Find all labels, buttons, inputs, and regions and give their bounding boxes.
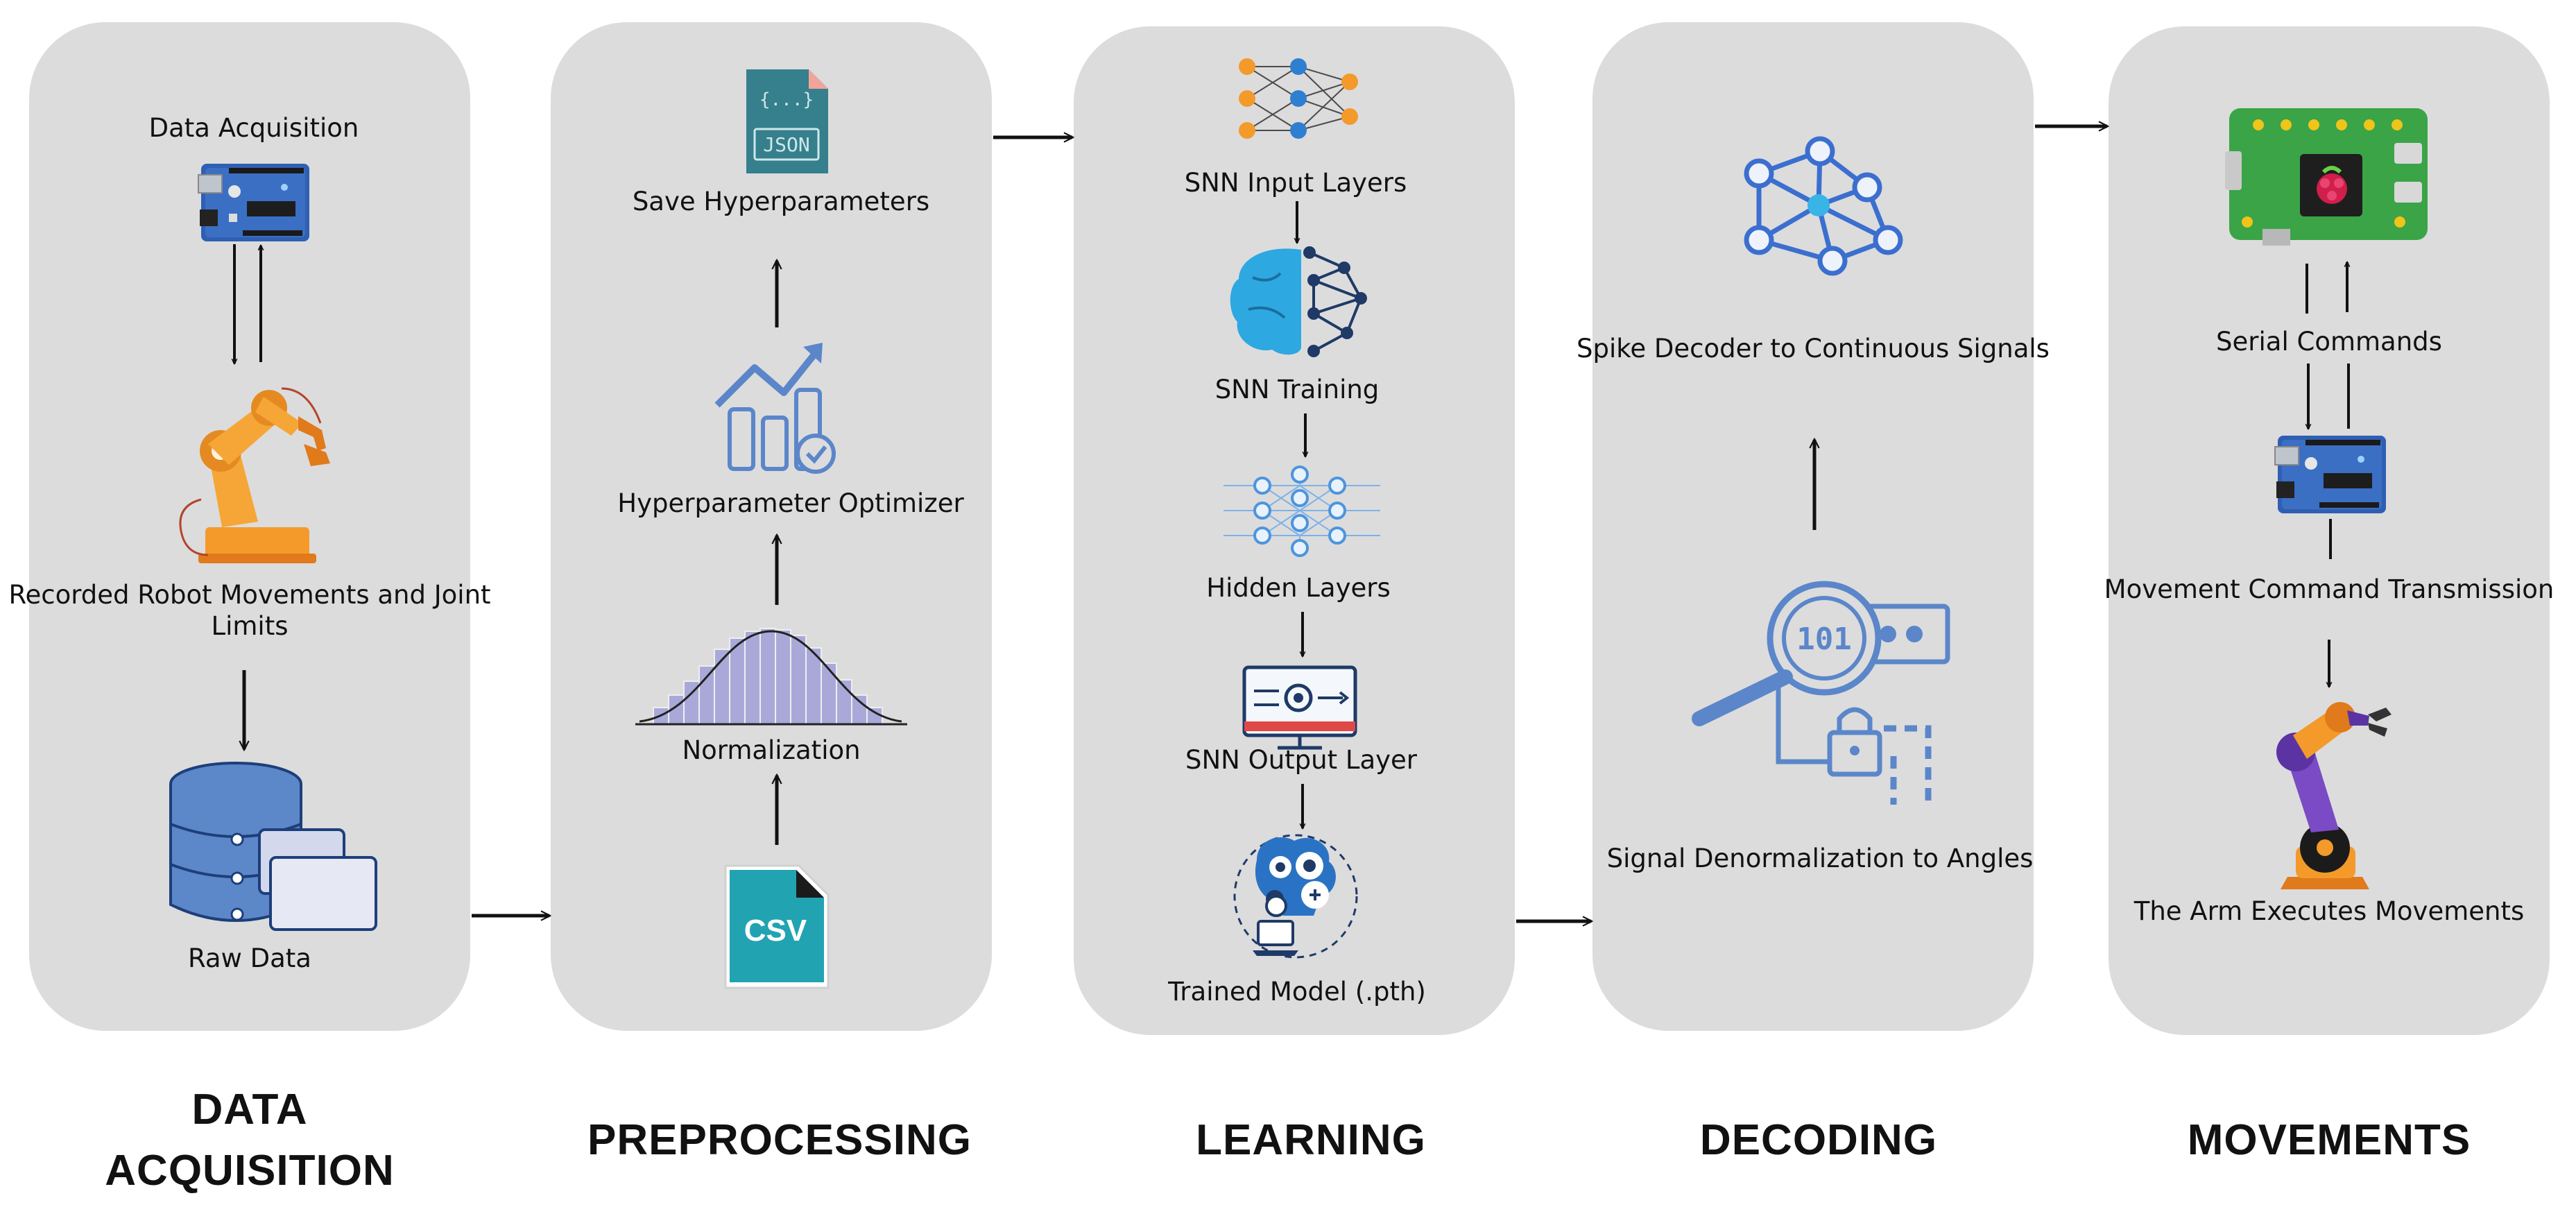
title-learning: LEARNING [1196,1116,1426,1164]
label-trained-model: Trained Model (.pth) [1167,977,1426,1007]
bell-curve-line [639,630,902,723]
label-arm-executes: The Arm Executes Movements [2133,896,2525,926]
panel-data-acquisition [29,22,470,1031]
label-hyperparameter-optimizer: Hyperparameter Optimizer [617,488,964,518]
panel-preprocessing [551,22,992,1031]
title-preprocessing: PREPROCESSING [587,1116,972,1164]
output-monitor-icon [1242,665,1357,750]
database-icon [169,762,377,931]
robot-arm-icon [179,387,330,563]
label-signal-denormalization: Signal Denormalization to Angles [1607,844,2034,873]
json-file-icon: {...} JSON [746,69,828,173]
json-tag-text: JSON [763,133,809,156]
label-recorded-line2: Limits [212,611,289,641]
csv-tag-text: CSV [744,914,807,948]
arduino-board-icon-2 [2274,436,2386,513]
json-braces-text: {...} [759,89,814,110]
title-decoding: DECODING [1700,1116,1937,1164]
title-data-acquisition-line2: ACQUISITION [105,1147,394,1195]
label-snn-output-layer: SNN Output Layer [1185,745,1418,775]
spike-decoder-network-icon [1744,136,1903,276]
label-snn-training: SNN Training [1215,375,1380,404]
binary-tag-text: 101 [1796,622,1851,657]
label-data-acquisition: Data Acquisition [149,113,359,143]
label-movement-command: Movement Command Transmission [2104,574,2554,604]
label-snn-input-layers: SNN Input Layers [1185,168,1407,198]
denormalization-icon: 101 [1692,581,1950,805]
label-save-hyperparameters: Save Hyperparameters [633,187,929,216]
raspberry-pi-board-icon [2225,108,2428,246]
label-serial-commands: Serial Commands [2216,327,2442,357]
trained-model-icon [1233,834,1358,959]
optimizer-chart-icon [714,343,836,474]
brain-network-icon [1230,246,1367,357]
panel-learning [1074,26,1515,1035]
label-raw-data: Raw Data [188,943,311,973]
arduino-board-icon [198,164,309,241]
neural-input-icon [1239,58,1358,139]
label-normalization: Normalization [682,735,860,765]
label-hidden-layers: Hidden Layers [1206,573,1391,603]
csv-file-icon: CSV [724,864,830,989]
label-recorded-line1: Recorded Robot Movements and Joint [8,580,490,610]
title-data-acquisition-line1: DATA [192,1086,308,1134]
title-movements: MOVEMENTS [2188,1116,2471,1164]
hidden-layers-icon [1223,465,1380,557]
label-spike-decoder: Spike Decoder to Continuous Signals [1577,334,2050,364]
robot-arm-execute-icon [2276,702,2392,889]
